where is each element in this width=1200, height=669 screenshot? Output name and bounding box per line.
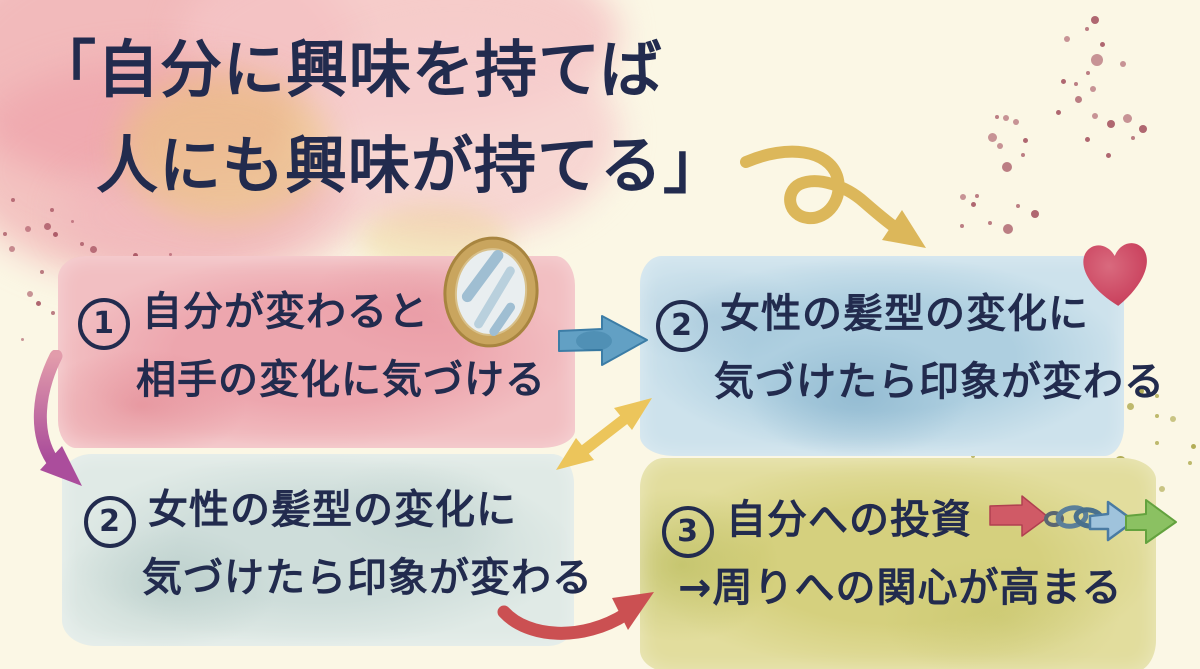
box-1-line-2: 相手の変化に気づける (136, 357, 546, 403)
yellow-loop-arrow (740, 145, 926, 248)
box-3-line-2: 気づけたら印象が変わる (142, 555, 593, 601)
step-number-2: 2 (656, 300, 708, 352)
page-title: 「自分に興味を持てば 人にも興味が持てる」 (34, 22, 726, 214)
step-number-4: 3 (662, 506, 714, 558)
step-number-3: 2 (84, 496, 136, 548)
box-2-line-2: 気づけたら印象が変わる (714, 359, 1165, 405)
box-4-line-2: →周りへの関心が高まる (678, 565, 1123, 611)
title-line-1: 「自分に興味を持てば (34, 33, 663, 106)
title-line-2: 人にも興味が持てる」 (96, 129, 727, 203)
step-number-1: 1 (78, 298, 130, 350)
